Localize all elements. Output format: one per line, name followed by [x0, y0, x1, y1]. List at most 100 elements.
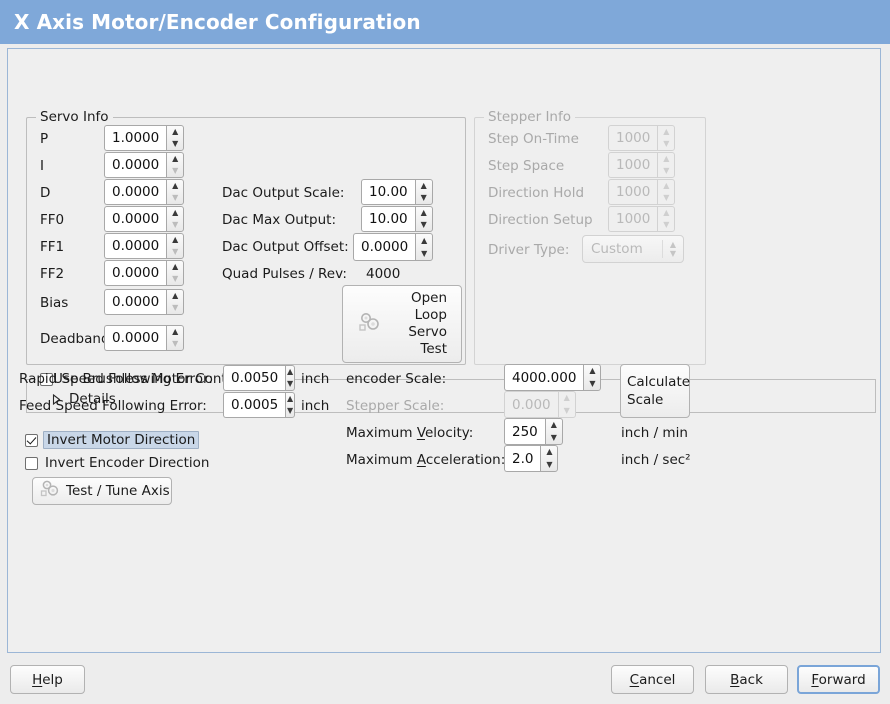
dac-max-output-input[interactable]: 10.00 [361, 206, 415, 232]
invert-encoder-direction-checkbox[interactable] [25, 456, 38, 470]
back-post: ack [739, 671, 763, 688]
servo-p-input[interactable]: 1.0000 [104, 125, 167, 151]
spin-up-icon[interactable]: ▲ [172, 262, 179, 271]
maximum-acceleration-spin[interactable]: 2.0 ▲▼ [504, 445, 616, 472]
spin-up-icon[interactable]: ▲ [546, 447, 553, 457]
invert-motor-direction-label: Invert Motor Direction [43, 431, 200, 449]
spin-down-icon[interactable]: ▼ [546, 459, 553, 469]
details-expander[interactable]: Details [52, 391, 116, 407]
spin-up-icon[interactable]: ▲ [172, 154, 179, 163]
spin-down-icon[interactable]: ▼ [172, 274, 179, 283]
maximum-acceleration-input[interactable]: 2.0 [504, 445, 541, 472]
spin-up-icon[interactable]: ▲ [172, 235, 179, 244]
servo-ff1-input[interactable]: 0.0000 [104, 233, 167, 259]
servo-p-spin[interactable]: 1.0000 ▲▼ [104, 125, 214, 151]
spin-down-icon[interactable]: ▼ [421, 248, 428, 258]
servo-deadband-spin-buttons[interactable]: ▲▼ [166, 325, 185, 351]
spin-down-icon[interactable]: ▼ [172, 166, 179, 175]
forward-button[interactable]: Forward [797, 665, 880, 694]
test-tune-axis-button[interactable]: Test / Tune Axis [32, 477, 172, 505]
dac-output-offset-spin-buttons[interactable]: ▲▼ [415, 233, 434, 261]
chevron-right-icon[interactable] [52, 393, 61, 405]
spin-down-icon[interactable]: ▼ [589, 378, 596, 388]
servo-ff2-spin-buttons[interactable]: ▲▼ [166, 260, 185, 286]
direction-setup-spin: 1000 ▲▼ [608, 206, 683, 232]
servo-ff2-input[interactable]: 0.0000 [104, 260, 167, 286]
feed-following-error-input[interactable]: 0.0005 [223, 392, 286, 418]
spin-down-icon[interactable]: ▼ [172, 139, 179, 148]
spin-up-icon[interactable]: ▲ [172, 327, 179, 336]
servo-deadband-spin[interactable]: 0.0000 ▲▼ [104, 325, 214, 351]
spin-down-icon[interactable]: ▼ [172, 247, 179, 256]
spin-down-icon[interactable]: ▼ [420, 193, 427, 202]
spin-up-icon[interactable]: ▲ [287, 367, 294, 376]
servo-d-spin-buttons[interactable]: ▲▼ [166, 179, 185, 205]
spin-up-icon[interactable]: ▲ [420, 208, 427, 217]
spin-down-icon[interactable]: ▼ [287, 406, 294, 415]
rapid-spin-buttons[interactable]: ▲▼ [285, 365, 295, 391]
spin-down-icon[interactable]: ▼ [172, 339, 179, 348]
encoder-scale-input[interactable]: 4000.000 [504, 364, 584, 391]
servo-ff2-spin[interactable]: 0.0000 ▲▼ [104, 260, 214, 286]
spin-down-icon[interactable]: ▼ [172, 220, 179, 229]
spin-up-icon[interactable]: ▲ [172, 208, 179, 217]
calculate-scale-button[interactable]: Calculate Scale [620, 364, 690, 418]
maximum-velocity-spin[interactable]: 250 ▲▼ [504, 418, 616, 445]
spin-up-icon[interactable]: ▲ [172, 291, 179, 300]
invert-motor-direction-row[interactable]: Invert Motor Direction [25, 431, 200, 449]
feed-following-error-spin[interactable]: 0.0005 ▲▼ [223, 392, 295, 418]
invert-motor-direction-checkbox[interactable] [25, 433, 38, 447]
servo-ff0-spin-buttons[interactable]: ▲▼ [166, 206, 185, 232]
encoder-scale-spin[interactable]: 4000.000 ▲▼ [504, 364, 616, 391]
open-loop-servo-test-button[interactable]: Open Loop Servo Test [342, 285, 462, 363]
invert-encoder-direction-row[interactable]: Invert Encoder Direction [25, 455, 209, 471]
servo-ff1-spin-buttons[interactable]: ▲▼ [166, 233, 185, 259]
dac-max-output-label: Dac Max Output: [222, 212, 337, 228]
cancel-button[interactable]: Cancel [611, 665, 694, 694]
servo-bias-spin[interactable]: 0.0000 ▲▼ [104, 289, 214, 315]
servo-ff0-input[interactable]: 0.0000 [104, 206, 167, 232]
dac-output-scale-input[interactable]: 10.00 [361, 179, 415, 205]
spin-up-icon[interactable]: ▲ [550, 420, 557, 430]
servo-ff1-spin[interactable]: 0.0000 ▲▼ [104, 233, 214, 259]
spin-down-icon[interactable]: ▼ [420, 220, 427, 229]
servo-deadband-input[interactable]: 0.0000 [104, 325, 167, 351]
spin-up-icon[interactable]: ▲ [172, 181, 179, 190]
dac-max-output-spin[interactable]: 10.00 ▲▼ [361, 206, 446, 232]
spin-down-icon[interactable]: ▼ [287, 379, 294, 388]
servo-i-spin-buttons[interactable]: ▲▼ [166, 152, 185, 178]
servo-p-spin-buttons[interactable]: ▲▼ [166, 125, 185, 151]
feed-spin-buttons[interactable]: ▲▼ [285, 392, 295, 418]
back-button[interactable]: Back [705, 665, 788, 694]
dac-output-offset-spin[interactable]: 0.0000 ▲▼ [353, 233, 453, 261]
servo-i-input[interactable]: 0.0000 [104, 152, 167, 178]
servo-ff0-spin[interactable]: 0.0000 ▲▼ [104, 206, 214, 232]
help-mnemonic: H [32, 671, 43, 688]
dac-output-scale-spin-buttons[interactable]: ▲▼ [414, 179, 433, 205]
maximum-velocity-input[interactable]: 250 [504, 418, 545, 445]
encoder-scale-spin-buttons[interactable]: ▲▼ [583, 364, 602, 391]
spin-up-icon[interactable]: ▲ [172, 127, 179, 136]
servo-bias-spin-buttons[interactable]: ▲▼ [166, 289, 185, 315]
use-brushless-checkbox[interactable] [40, 372, 53, 386]
spin-up-icon[interactable]: ▲ [287, 394, 294, 403]
maximum-acceleration-spin-buttons[interactable]: ▲▼ [540, 445, 559, 472]
help-button[interactable]: Help [10, 665, 85, 694]
dac-output-offset-input[interactable]: 0.0000 [353, 233, 416, 261]
servo-i-spin[interactable]: 0.0000 ▲▼ [104, 152, 214, 178]
maximum-velocity-spin-buttons[interactable]: ▲▼ [544, 418, 563, 445]
spin-down-icon: ▼ [663, 166, 670, 175]
servo-bias-input[interactable]: 0.0000 [104, 289, 167, 315]
dac-output-scale-spin[interactable]: 10.00 ▲▼ [361, 179, 446, 205]
spin-down-icon[interactable]: ▼ [172, 303, 179, 312]
dac-max-output-spin-buttons[interactable]: ▲▼ [414, 206, 433, 232]
spin-down-icon[interactable]: ▼ [550, 432, 557, 442]
spin-up-icon[interactable]: ▲ [421, 235, 428, 245]
rapid-following-error-spin[interactable]: 0.0050 ▲▼ [223, 365, 295, 391]
servo-d-spin[interactable]: 0.0000 ▲▼ [104, 179, 214, 205]
servo-d-input[interactable]: 0.0000 [104, 179, 167, 205]
spin-down-icon[interactable]: ▼ [172, 193, 179, 202]
spin-up-icon[interactable]: ▲ [589, 366, 596, 376]
rapid-following-error-input[interactable]: 0.0050 [223, 365, 286, 391]
spin-up-icon[interactable]: ▲ [420, 181, 427, 190]
